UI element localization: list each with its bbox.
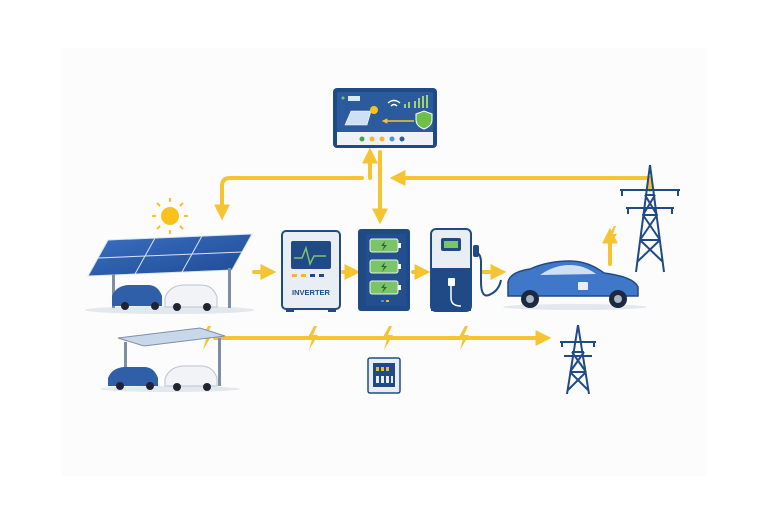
inverter-icon: INVERTER — [281, 230, 341, 312]
inverter-label: INVERTER — [292, 288, 331, 297]
sun-icon — [370, 106, 378, 114]
ev-charger-icon — [430, 228, 502, 312]
electric-car-icon — [503, 260, 647, 310]
electrical-panel-icon — [367, 357, 401, 394]
lightning-bolt-icon — [307, 326, 318, 350]
lightning-bolt-icon — [608, 226, 617, 246]
solar-carport-icon — [85, 233, 255, 314]
signal-bars-icon — [404, 95, 428, 108]
solar-carport-icon — [100, 327, 240, 392]
electric-car-icon — [164, 284, 218, 308]
wifi-icon — [387, 99, 401, 107]
lightning-bolt-icon — [382, 326, 393, 350]
monitor-dashboard-icon — [333, 88, 437, 148]
flow-arrows — [213, 147, 652, 346]
shield-check-icon — [415, 110, 433, 130]
sun-icon — [152, 198, 188, 234]
electric-car-icon — [112, 285, 162, 306]
transmission-tower-icon — [560, 324, 596, 395]
arrow-to-solar — [214, 176, 364, 221]
battery-cabinet-icon — [358, 229, 410, 311]
lightning-bolt-icon — [458, 326, 469, 350]
transmission-tower-icon — [620, 164, 680, 273]
